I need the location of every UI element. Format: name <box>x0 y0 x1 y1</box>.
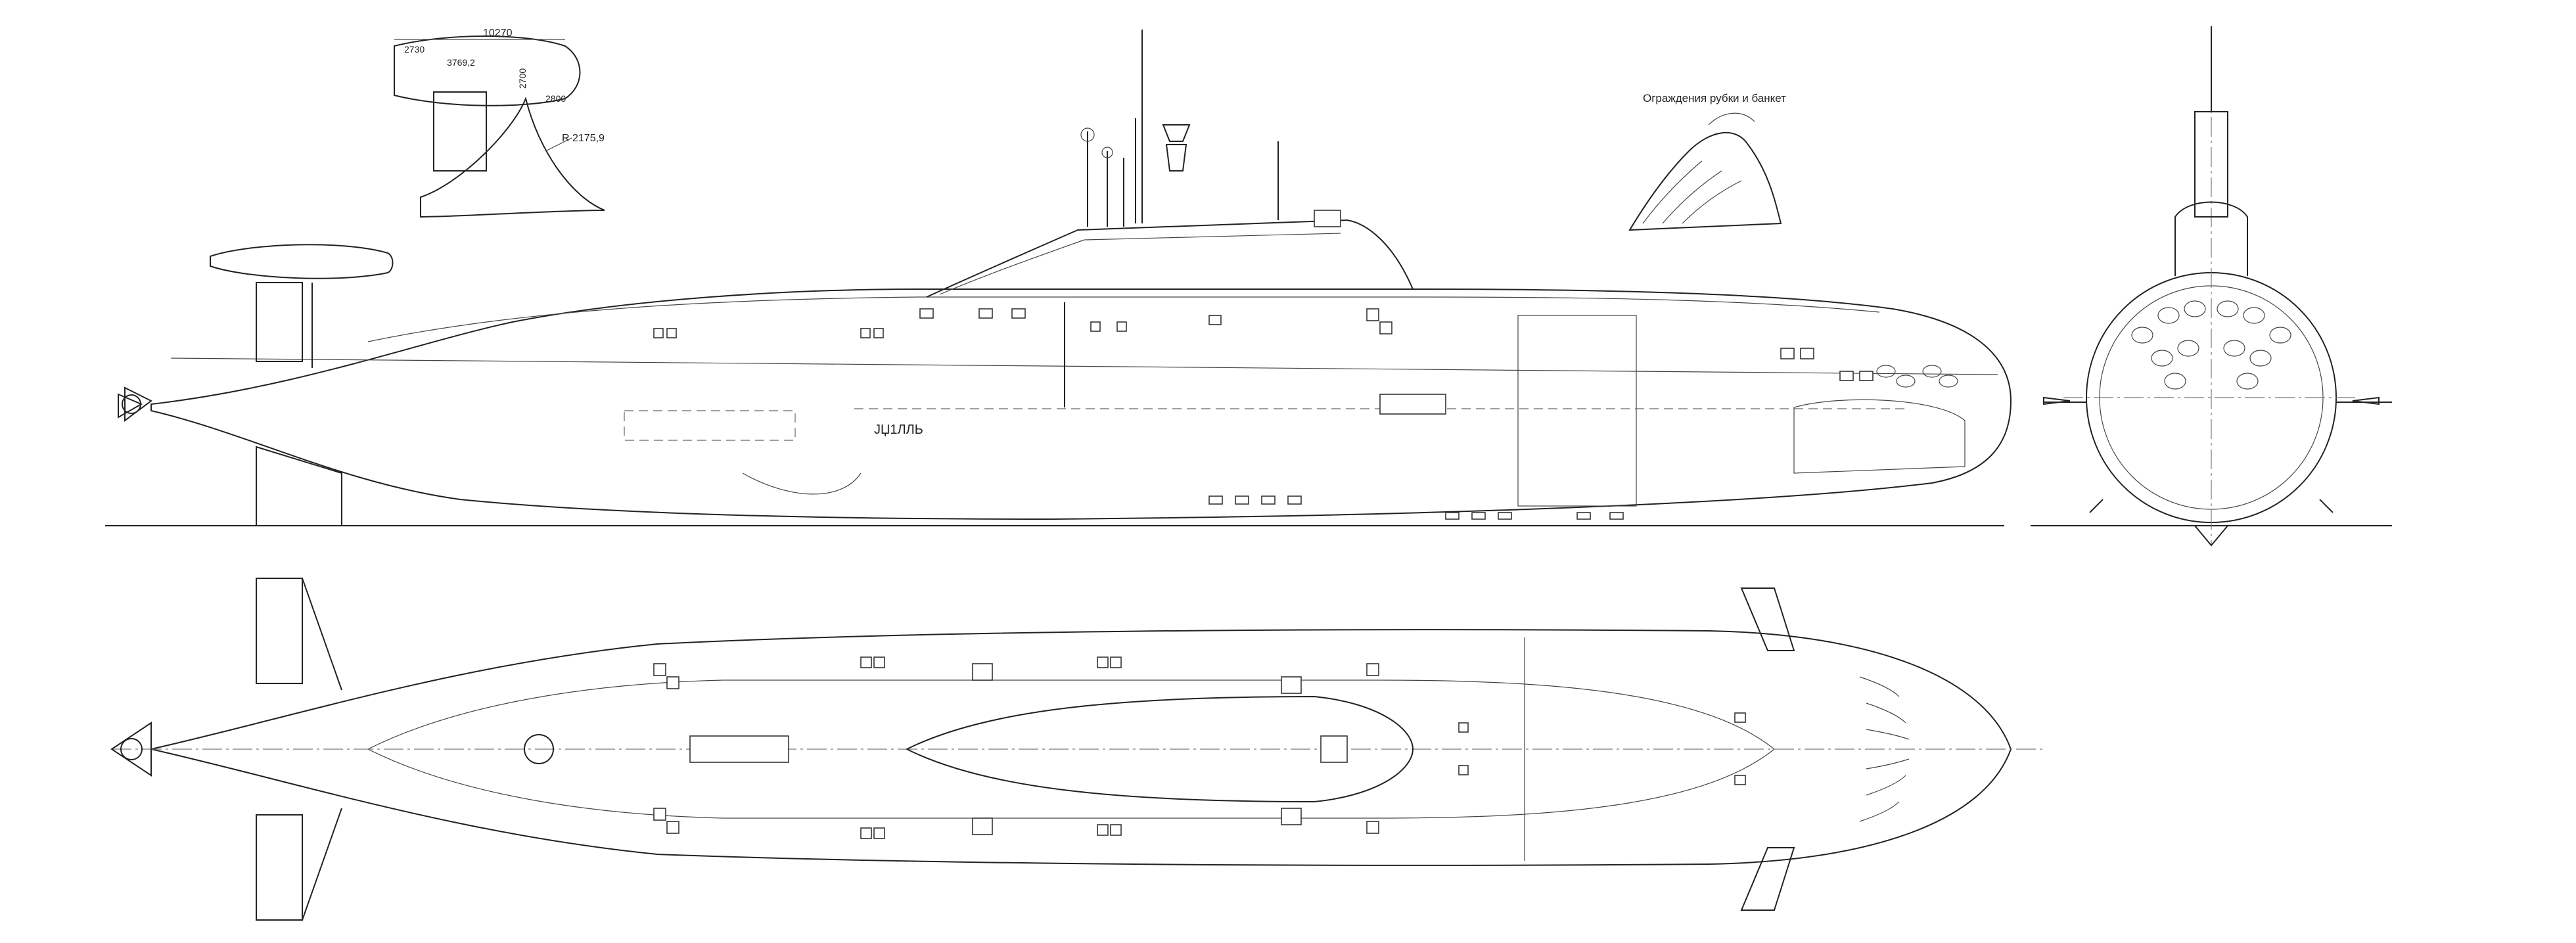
side-waterline <box>170 357 1998 375</box>
rudder-vertical <box>433 91 487 172</box>
top-rudder-upper <box>256 578 303 684</box>
side-sail-outline <box>926 219 1414 298</box>
sail-detail-outline <box>1628 132 1782 231</box>
side-sail-inner <box>939 233 1341 295</box>
dim-radius-leader <box>545 137 572 152</box>
side-hull-outline <box>150 288 2012 520</box>
side-stern-rudder-upper <box>256 282 303 362</box>
side-hatch-row <box>1208 495 1624 520</box>
sail-detail-ribs <box>1642 160 1742 224</box>
sail-caption-label: Ограждения рубки и банкет <box>1643 92 1786 104</box>
front-keel-supports <box>2089 499 2334 513</box>
front-view <box>2031 26 2392 547</box>
top-sail-outline <box>905 695 1414 803</box>
side-panel-mid <box>1517 315 1637 507</box>
front-keel <box>2194 525 2228 547</box>
top-bow-plane-lower <box>1740 847 1795 911</box>
side-deck-line <box>367 296 1880 342</box>
side-stabilizer-pod <box>210 244 394 279</box>
side-torpedo-tubes <box>1876 365 1958 388</box>
rudder-pod-outline <box>394 35 581 106</box>
rudder-lower-blade <box>420 96 605 218</box>
top-rudder-lower <box>256 814 303 921</box>
side-hull-curve-detail <box>742 472 862 495</box>
top-panel-sail <box>1320 735 1348 763</box>
front-torpedo-tubes <box>2131 300 2291 390</box>
top-bow-ribs <box>1859 676 1910 822</box>
top-propeller <box>110 722 152 777</box>
side-hatch-1 <box>1379 394 1446 415</box>
top-hatches <box>653 656 1746 839</box>
side-hull-marking: ЈЏ1ЛЛЬ <box>874 423 923 437</box>
side-mast-cap-1 <box>1080 127 1095 142</box>
side-view: ЈЏ1ЛЛЬ <box>105 30 2012 526</box>
top-rudder-braces <box>302 578 342 921</box>
dim-right-label: 2800 <box>545 93 566 104</box>
side-propeller <box>118 386 152 422</box>
rudder-detail-view: 10270 2730 3769,2 2700 2800 R 2175,9 <box>394 28 605 218</box>
top-bow-plane-upper <box>1740 587 1795 651</box>
side-radar-dome <box>1162 124 1191 172</box>
dim-height-label: 2700 <box>517 68 528 89</box>
dim-mid-label: 3769,2 <box>447 57 475 68</box>
sail-detail-view: Ограждения рубки и банкет <box>1628 92 1786 231</box>
top-view <box>110 578 2044 921</box>
sail-detail-top <box>1708 112 1755 126</box>
top-hull-outline <box>150 629 2012 866</box>
side-panel-aft <box>624 410 796 441</box>
front-sail <box>2174 201 2248 276</box>
top-panel-aft <box>689 735 789 763</box>
side-propeller-hub <box>122 394 141 414</box>
side-mast-cap-2 <box>1101 147 1113 158</box>
side-bow-sonar <box>1793 399 1966 474</box>
side-stern-rudder-lower <box>256 446 342 526</box>
side-vents <box>653 308 1874 381</box>
top-hatch-round <box>524 734 554 764</box>
dim-length-label: 10270 <box>483 28 513 39</box>
dim-left-label: 2730 <box>404 44 425 55</box>
dim-radius-label: R 2175,9 <box>562 133 605 144</box>
side-sail-hatch <box>1314 210 1341 227</box>
top-propeller-hub <box>120 738 143 760</box>
